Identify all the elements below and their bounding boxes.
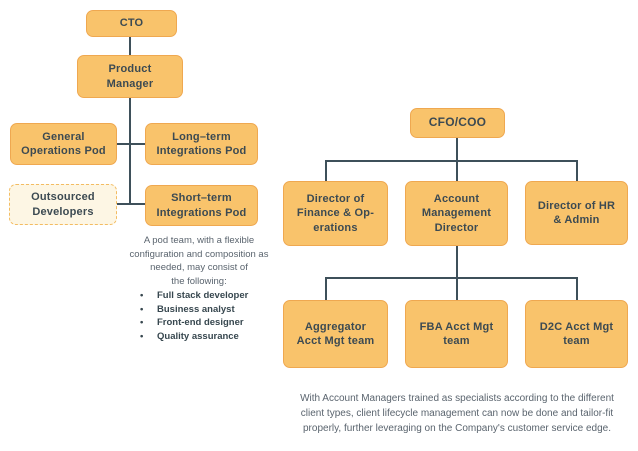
org-node-product-manager: Product Manager	[77, 55, 183, 98]
pod-note-bullet: Front-end designer	[138, 316, 293, 330]
account-managers-caption: With Account Managers trained as special…	[300, 393, 614, 434]
connector-row2-cross	[117, 203, 145, 205]
pod-note-bullet-list: Full stack developer Business analyst Fr…	[138, 289, 293, 343]
pod-note-bullet: Business analyst	[138, 303, 293, 317]
pod-note-bullet: Full stack developer	[138, 289, 293, 303]
connector-drop-fba	[456, 277, 458, 300]
connector-drop-aggregator	[325, 277, 327, 300]
connector-directors-bar	[325, 160, 578, 162]
connector-drop-finance	[325, 160, 327, 181]
pod-note-bullet: Quality assurance	[138, 330, 293, 344]
org-node-general-operations-pod: General Operations Pod	[10, 123, 117, 165]
org-node-short-term-integrations-pod: Short–term Integrations Pod	[145, 185, 258, 226]
connector-row1-cross	[117, 143, 145, 145]
org-node-d2c-acct-mgt-team: D2C Acct Mgt team	[525, 300, 628, 368]
pod-note-intro: A pod team, with a flexible configuratio…	[129, 235, 269, 287]
connector-teams-bar	[325, 277, 578, 279]
connector-cfo-down	[456, 138, 458, 161]
connector-account-down	[456, 245, 458, 279]
org-node-director-finance-ops: Director of Finance & Op- erations	[283, 181, 388, 246]
org-node-cto: CTO	[86, 10, 177, 37]
org-node-cfo-coo: CFO/COO	[410, 108, 505, 138]
connector-drop-d2c	[576, 277, 578, 300]
org-node-account-management-director: Account Management Director	[405, 181, 508, 246]
org-node-director-hr-admin: Director of HR & Admin	[525, 181, 628, 245]
connector-pm-trunk	[129, 98, 131, 205]
org-node-long-term-integrations-pod: Long–term Integrations Pod	[145, 123, 258, 165]
org-node-outsourced-developers: Outsourced Developers	[9, 184, 117, 225]
connector-cto-pm	[129, 37, 131, 55]
connector-drop-hr	[576, 160, 578, 181]
connector-drop-account	[456, 160, 458, 181]
org-node-aggregator-acct-mgt-team: Aggregator Acct Mgt team	[283, 300, 388, 368]
org-node-fba-acct-mgt-team: FBA Acct Mgt team	[405, 300, 508, 368]
